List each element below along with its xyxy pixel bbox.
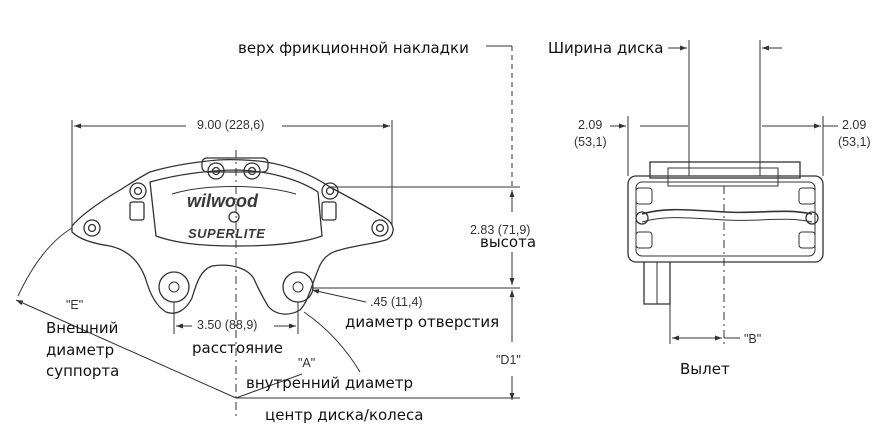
model-name-text: SUPERLITE	[188, 226, 266, 241]
label-hole-diameter: диаметр отверстия	[345, 313, 500, 331]
side-body-outline	[627, 175, 824, 263]
dim-side-right-in: 2.09	[842, 118, 867, 132]
caliper-bridge	[201, 157, 269, 173]
bleeder-right	[321, 201, 337, 221]
label-inner-diameter: внутренний диаметр	[246, 374, 414, 392]
stud-3	[129, 182, 147, 200]
center-bolt	[228, 211, 240, 223]
ref-a: "A"	[298, 356, 316, 370]
dimension-lines	[15, 40, 838, 420]
mounting-hole-right	[282, 271, 314, 303]
stud-5	[83, 219, 101, 237]
label-outer-diameter-line2: диаметр	[46, 341, 115, 359]
stud-1	[207, 162, 225, 180]
ref-d1: "D1"	[496, 353, 521, 367]
dim-side-left-in: 2.09	[578, 118, 603, 132]
caliper-inner-contour	[149, 169, 323, 247]
label-outer-diameter-line1: Внешний	[46, 319, 119, 337]
stud-6	[371, 219, 389, 237]
caliper-front-view	[71, 157, 394, 315]
dim-side-right-mm: (53,1)	[838, 135, 871, 149]
dim-hole-size: .45 (11,4)	[370, 295, 423, 309]
caliper-body-outline	[71, 158, 394, 315]
side-bridge-pin	[641, 208, 813, 215]
bleeder-left	[129, 201, 145, 221]
dim-side-left-mm: (53,1)	[574, 135, 607, 149]
label-height: высота	[480, 233, 537, 251]
mounting-hole-left	[158, 271, 190, 303]
label-offset: Вылет	[680, 360, 730, 378]
dim-height: 2.83 (71,9)	[470, 223, 531, 237]
ref-e: "E"	[66, 298, 84, 312]
caliper-side-view	[627, 161, 824, 305]
label-outer-diameter-line3: суппорта	[46, 362, 120, 380]
label-spacing: расстояние	[192, 339, 283, 357]
side-pad-top	[649, 161, 801, 179]
label-disc-width: Ширина диска	[548, 39, 664, 57]
stud-2	[243, 162, 261, 180]
dim-overall-width: 9.00 (228,6)	[197, 118, 265, 132]
label-disc-center: центр диска/колеса	[265, 406, 424, 424]
ref-b: "B"	[744, 332, 762, 346]
dim-hole-spacing: 3.50 (88,9)	[197, 318, 258, 332]
stud-4	[321, 182, 339, 200]
brand-logo-text: wilwood	[187, 191, 258, 211]
label-pad-top: верх фрикционной накладки	[238, 39, 469, 57]
